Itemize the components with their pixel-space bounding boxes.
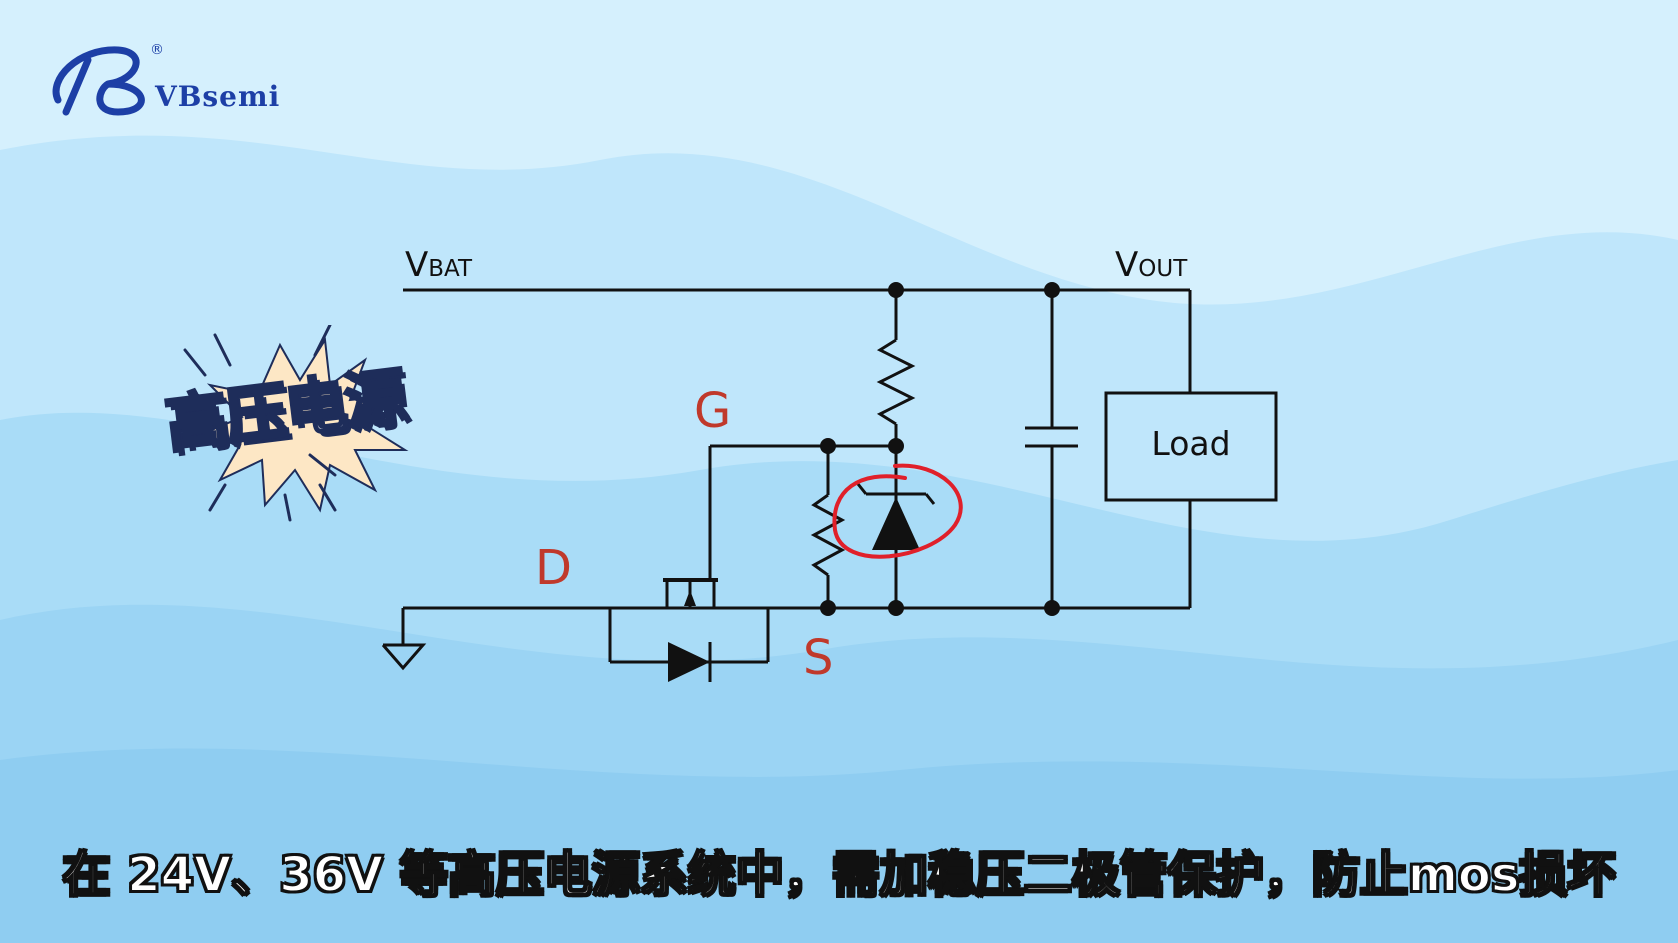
pullup-resistor xyxy=(876,338,916,426)
load-label: Load xyxy=(1151,424,1231,463)
vbat-label: VBAT xyxy=(405,245,473,285)
ground-symbol xyxy=(381,643,427,671)
junction-dots xyxy=(820,282,1060,616)
vb-logo-icon xyxy=(52,46,145,116)
pin-g-label: G xyxy=(694,383,732,439)
pin-d-label: D xyxy=(535,540,572,596)
gate-resistor xyxy=(810,493,846,577)
body-diode xyxy=(668,642,710,682)
starburst-icon xyxy=(183,325,409,522)
registered-mark: ® xyxy=(150,42,164,58)
load-box xyxy=(1104,391,1278,502)
video-subtitle: 在 24V、36V 等高压电源系统中，需加稳压二极管保护，防止mos损坏 xyxy=(62,846,1617,904)
vout-label: VOUT xyxy=(1115,245,1188,285)
brand-name: VBsemi xyxy=(155,80,281,113)
zener-highlight-circle xyxy=(832,463,963,559)
zener-diode xyxy=(872,497,920,550)
pin-s-label: S xyxy=(803,630,834,686)
